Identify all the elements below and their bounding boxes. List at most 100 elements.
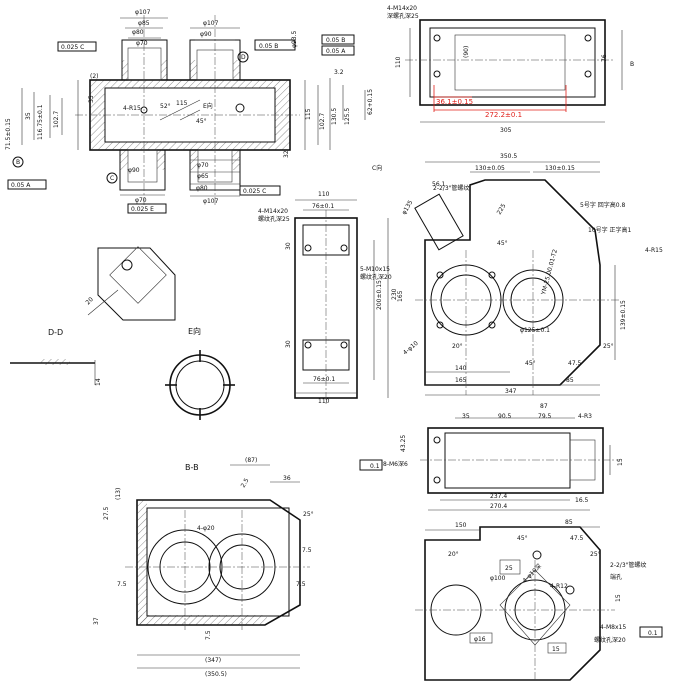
dd-view-title: D-D xyxy=(48,328,63,337)
dim-phi93: φ93.5 xyxy=(291,31,298,49)
r-label-font5: 5号字 回字高0.8 xyxy=(580,201,625,209)
dim-272-red: 272.2±0.1 xyxy=(485,111,522,119)
br-dim-45deg: 45° xyxy=(517,535,528,542)
dim-32: 32 xyxy=(283,150,290,158)
datum-c-label: C xyxy=(110,175,114,182)
r-dim-347: 347 xyxy=(505,388,517,395)
detail-dim-20: 20 xyxy=(84,296,94,306)
dim-305: 305 xyxy=(500,127,512,134)
br-label-4phi10: 4-φ10深 xyxy=(521,562,543,584)
bt-dim-16: 16.5 xyxy=(575,497,589,504)
label-thread-depth: 深螺孔深25 xyxy=(387,12,419,20)
c-view: 110 76±0.1 4-M14x20 螺纹孔深25 30 230 200±0.… xyxy=(258,191,398,405)
r-part-number: YM-25.00.01-T2 xyxy=(540,248,559,296)
dim-115: 115 xyxy=(305,108,312,120)
r-dim-130a: 130±0.05 xyxy=(475,165,505,172)
bb-dim-36: 36 xyxy=(283,475,291,482)
r-label-c-view: C向 xyxy=(372,164,382,172)
dim-102b: 102.7 xyxy=(53,111,60,128)
dim-top-phi90: φ90 xyxy=(200,31,212,38)
dim-top-phi85: φ85 xyxy=(138,20,150,27)
dim-35: 35 xyxy=(25,112,32,120)
dim-110: 110 xyxy=(395,56,402,68)
bt-dim-4r3: 4-R3 xyxy=(578,413,592,420)
bb-section-view: B-B (87) 36 2.5 (13) 27.5 4-φ20 25° 7.5 … xyxy=(93,457,314,678)
datum-c-icon xyxy=(106,172,118,184)
bb-dim-25deg: 25° xyxy=(303,511,314,518)
label-e-view: E向 xyxy=(203,102,213,110)
bottom-plan-view: 87 35 90.5 79.5 4-R3 43.25 8-M6深6 0.1 23… xyxy=(359,403,624,511)
r-dim-25deg: 25° xyxy=(603,343,614,350)
br-dim-150: 150 xyxy=(455,522,467,529)
tol-1: 0.025 C xyxy=(61,44,84,51)
dim-116: 116.75±0.1 xyxy=(37,104,44,140)
c-label-depth: 螺纹孔深25 xyxy=(258,215,290,223)
br-label-m8: 4-M8x15 xyxy=(600,624,626,631)
dim-125: 125.5 xyxy=(344,108,351,125)
top-right-plan-view: 4-M14x20 深螺孔深25 (90) 110 76 B 36.1±0.15 … xyxy=(387,5,634,134)
c-label-m14: 4-M14x20 xyxy=(258,208,288,215)
bt-tol-01: 0.1 xyxy=(370,463,380,470)
bb-dim-7-5c: 7.5 xyxy=(205,630,212,640)
bb-dim-87: (87) xyxy=(245,457,257,464)
e-view-title: E向 xyxy=(188,326,201,336)
br-dim-4r12: 4-R12 xyxy=(550,583,568,590)
br-dim-phi100: φ100 xyxy=(490,575,506,582)
dim-bot-phi90: φ90 xyxy=(128,167,140,174)
datum-d-label: D xyxy=(241,54,246,61)
dim-71: 71.5±0.15 xyxy=(5,118,12,150)
r-dim-45deg: 45° xyxy=(497,240,508,247)
bb-dim-2-5: 2.5 xyxy=(240,477,251,489)
tol-2: 0.05 B xyxy=(259,43,278,50)
dim-bot-phi107: φ107 xyxy=(203,198,219,205)
bb-dim-13: (13) xyxy=(115,488,122,500)
br-dim-15a: 15 xyxy=(615,594,622,602)
c-label-m10: 5-M10x15 xyxy=(360,266,390,273)
bt-dim-79: 79.5 xyxy=(538,413,552,420)
c-dim-30b: 30 xyxy=(285,340,292,348)
datum-b-label: B xyxy=(16,159,20,166)
r-dim-140: 140 xyxy=(455,365,467,372)
tol-4: 0.05 A xyxy=(326,48,346,55)
r-dim-350: 350.5 xyxy=(500,153,517,160)
c-dim-76b: 76±0.1 xyxy=(313,376,335,383)
bb-dim-27: 27.5 xyxy=(103,506,110,520)
dim-52deg: 52° xyxy=(160,103,171,110)
bt-dim-43: 43.25 xyxy=(400,435,407,452)
bt-dim-90: 90.5 xyxy=(498,413,512,420)
r-dim-165v: 165 xyxy=(397,290,404,302)
dd-dim-14: 14 xyxy=(95,378,102,386)
dim-35b: 35 xyxy=(88,95,95,103)
dim-102: 102.7 xyxy=(319,113,326,130)
dim-4r15: 4-R15 xyxy=(123,105,141,112)
bt-dim-87: 87 xyxy=(540,403,548,410)
bb-dim-7-5d: 7.5 xyxy=(296,581,306,588)
r-dim-130b: 130±0.15 xyxy=(545,165,575,172)
br-dim-85: 85 xyxy=(565,519,573,526)
dim-bot-phi70: φ70 xyxy=(197,162,209,169)
bt-label-m6: 8-M6深6 xyxy=(383,460,408,468)
dim-90: (90) xyxy=(463,46,470,58)
bb-dim-4phi20: 4-φ20 xyxy=(197,525,215,532)
tol-7: 0.025 E xyxy=(131,206,154,213)
r-label-pipe: 2-2/3"管螺纹 xyxy=(433,184,469,192)
br-label-pipe: 2-2/3"管螺纹 xyxy=(610,561,646,569)
c-dim-200: 200±0.15 xyxy=(376,280,383,310)
dim-bot-phi80: φ80 xyxy=(196,185,208,192)
label-4-m14: 4-M14x20 xyxy=(387,5,417,12)
bb-dim-350: (350.5) xyxy=(205,671,227,678)
br-dim-15b: 15 xyxy=(552,646,560,653)
r-dim-phi35: φ135 xyxy=(401,199,415,216)
datum-b-marker: B xyxy=(630,61,634,68)
dim-bot-phi65: φ65 xyxy=(197,173,209,180)
dim-top-phi107b: φ107 xyxy=(203,20,219,27)
r-dim-phi125: φ125±0.1 xyxy=(520,327,550,334)
datum-d-icon xyxy=(237,51,249,63)
r-dim-4phi10: 4-φ10 xyxy=(402,340,420,357)
bt-dim-270: 270.4 xyxy=(490,503,507,510)
r-dim-45deg-b: 45° xyxy=(525,360,536,367)
r-dim-20deg: 20° xyxy=(452,343,463,350)
bb-dim-347: (347) xyxy=(205,657,221,664)
